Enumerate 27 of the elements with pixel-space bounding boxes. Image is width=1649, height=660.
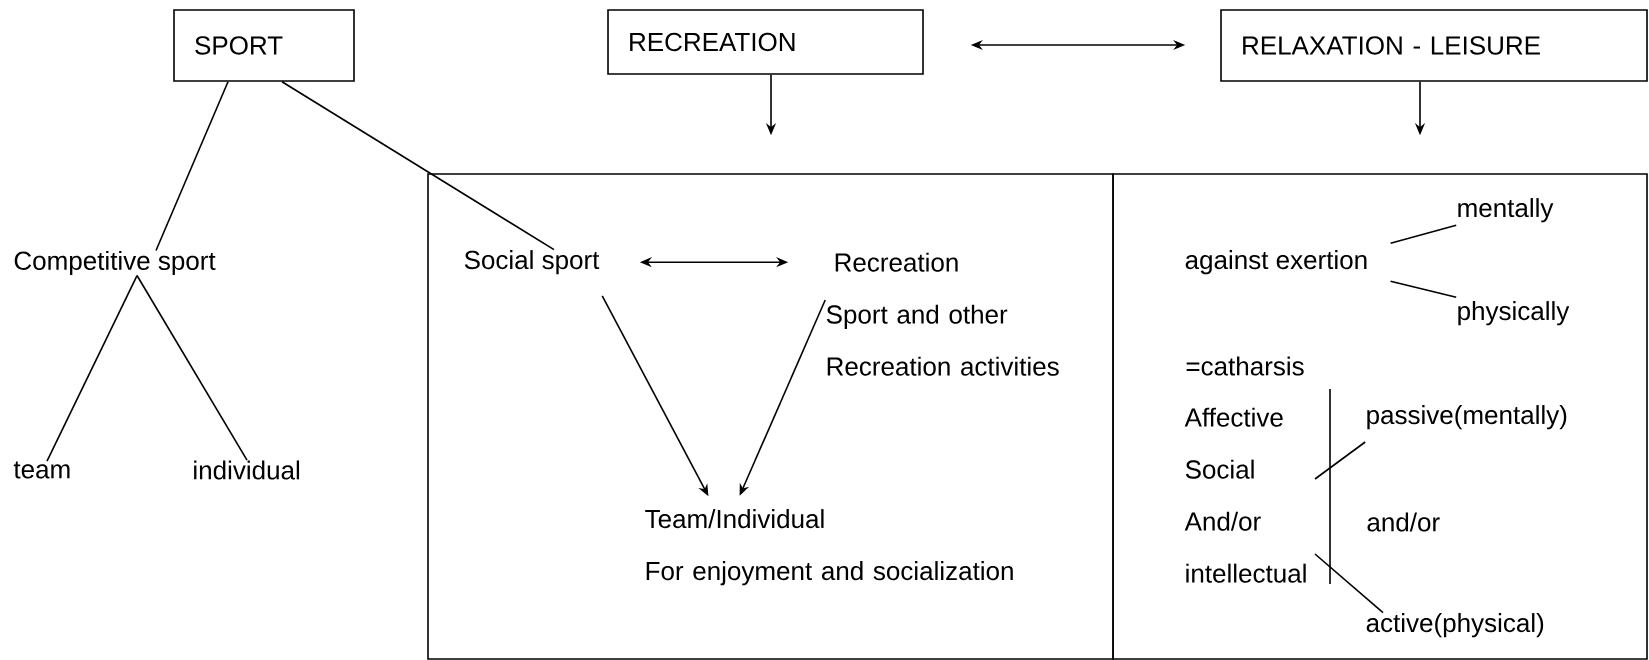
note-text: and/or [1367, 512, 1440, 532]
connector-line [155, 81, 229, 252]
connector-line [281, 81, 555, 251]
node-text: Recreation Sport and other Recreation activities [826, 252, 1059, 376]
node-text: Competitive sport [14, 250, 216, 276]
connector-line [1389, 224, 1457, 244]
connector-line [46, 274, 138, 462]
node-text: mentally [1458, 198, 1554, 223]
node-text: Team/Individual For enjoyment and socialization [645, 509, 1013, 586]
node-text: active(physical) [1366, 613, 1544, 638]
connector-line [1314, 553, 1384, 614]
node-text: passive(mentally) [1367, 405, 1567, 430]
node-text: individual [194, 460, 300, 480]
heading-box: SPORT [173, 9, 355, 82]
connector-line [1314, 441, 1366, 480]
node-text: team [13, 461, 70, 479]
node-text: against exertion [1185, 250, 1367, 275]
panel-box [1112, 173, 1648, 660]
connector-line [1389, 280, 1457, 298]
node-text: physically [1458, 301, 1570, 326]
note-text: =catharsis [1186, 356, 1304, 376]
panel-box [427, 173, 1114, 660]
node-text: Affective Social And/or intellectual [1184, 407, 1306, 583]
heading-box: RECREATION [607, 9, 924, 75]
node-text: Social sport [464, 250, 600, 275]
heading-box: RELAXATION - LEISURE [1220, 9, 1648, 82]
connector-line [136, 274, 248, 461]
